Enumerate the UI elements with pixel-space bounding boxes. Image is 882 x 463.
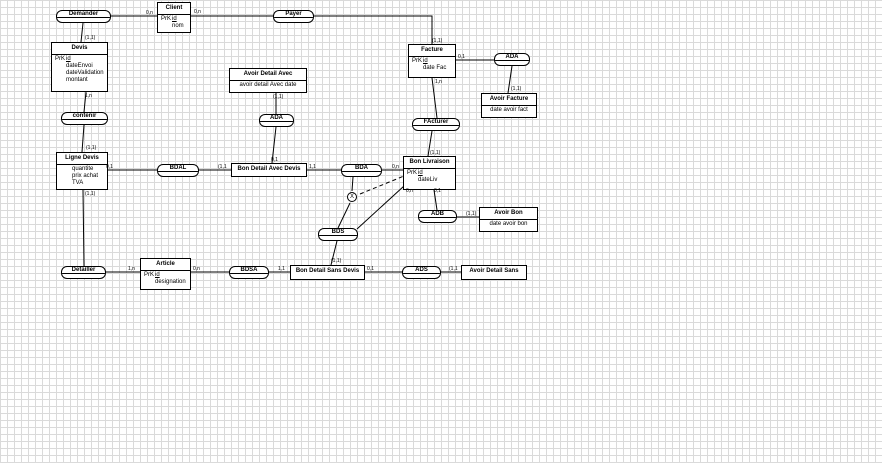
cardinality-label: 0,n [392, 164, 399, 170]
entity-title: Avoir Bon [480, 208, 537, 220]
entity-title: Client [158, 3, 190, 15]
attribute-row: dateEnvoi [66, 63, 93, 69]
link-facture-facturer [431, 77, 438, 119]
entity-title: Devis [52, 43, 107, 55]
association-detailler[interactable]: Detailler [61, 266, 106, 279]
entity-avoir-bon[interactable]: Avoir Bon date avoir bon [479, 207, 538, 232]
cardinality-label: 0,1 [106, 164, 113, 170]
attribute-row: dateValidation [66, 70, 104, 76]
attribute-row: quantite [72, 166, 94, 172]
cardinality-label: 1,n [435, 79, 442, 85]
cardinality-label: (1,1) [86, 145, 97, 151]
entity-bon-detail-sans-devis[interactable]: Bon Detail Sans Devis [290, 265, 365, 280]
cardinality-label: (1,1) [466, 211, 477, 217]
cardinality-label: (1,1) [432, 38, 443, 44]
link-ligne-detailler [82, 189, 85, 267]
link-payer-facture [314, 15, 433, 44]
cardinality-label: 1,n [85, 93, 92, 99]
association-demander[interactable]: Demander [56, 10, 111, 23]
link-devis-contenir [83, 91, 87, 113]
attribute-row: nom [172, 23, 184, 29]
link-x-bds [337, 202, 351, 229]
link-ada-bdad [271, 126, 277, 164]
cardinality-label: 0,n [146, 10, 153, 16]
attribute-row: date avoir fact [490, 107, 528, 113]
entity-avoir-detail-avec[interactable]: Avoir Detail Avec avoir detail Avec date [229, 68, 307, 93]
cardinality-label: (1,1) [331, 258, 342, 264]
cardinality-label: (1,1) [511, 86, 522, 92]
attribute-row: date Fac [423, 65, 447, 71]
association-facturer[interactable]: FActurer [412, 118, 460, 131]
association-bdal[interactable]: BDAL [157, 164, 199, 177]
association-adb[interactable]: ADB [418, 210, 457, 223]
cardinality-label: (1,1) [85, 191, 96, 197]
cardinality-label: (1,1 [449, 266, 458, 272]
entity-avoir-facture[interactable]: Avoir Facture date avoir fact [481, 93, 537, 118]
association-ads[interactable]: ADS [402, 266, 441, 279]
link-demander-devis [80, 22, 84, 43]
cardinality-label: 1,1 [309, 164, 316, 170]
attribute-row: avoir detail Avec date [239, 82, 297, 88]
entity-bon-detail-avec-devis[interactable]: Bon Detail Avec Devis [231, 163, 307, 177]
cardinality-label: (1,1) [273, 94, 284, 100]
entity-avoir-detail-sans[interactable]: Avoir Detail Sans [461, 265, 527, 280]
attribute-row: prix achat [72, 173, 99, 179]
association-bda[interactable]: BDA [341, 164, 382, 177]
association-contenir[interactable]: contenir [61, 112, 108, 125]
link-bds-bdsd [330, 240, 338, 266]
attribute-row: montant [66, 77, 88, 83]
cardinality-label: 0,1 [458, 54, 465, 60]
association-bdsa[interactable]: BDSA [229, 266, 269, 279]
link-ada-avoirfacture [507, 65, 513, 94]
cardinality-label: 1,1 [278, 266, 285, 272]
cardinality-label: 0,1 [367, 266, 374, 272]
exclusion-dashed-line [359, 175, 405, 195]
attribute-row: dateLiv [418, 177, 438, 183]
attribute-row: date avoir bon [489, 221, 528, 227]
link-bl-bds [356, 185, 405, 230]
entity-ligne-devis[interactable]: Ligne Devis quantite prix achat TVA [56, 152, 108, 190]
cardinality-label: 0,n [193, 266, 200, 272]
entity-title: Avoir Detail Sans [469, 268, 519, 274]
association-bds[interactable]: BDS [318, 228, 358, 241]
link-bl-adb [433, 189, 438, 211]
cardinality-label: 1,n [128, 266, 135, 272]
entity-title: Bon Detail Sans Devis [295, 268, 360, 274]
entity-title: Avoir Facture [482, 94, 536, 106]
association-ada-facture[interactable]: ADA [494, 53, 530, 66]
entity-title: Bon Detail Avec Devis [237, 166, 301, 172]
cardinality-label: (1,1) [430, 150, 441, 156]
entity-title: Ligne Devis [57, 153, 107, 165]
exclusion-constraint[interactable]: X [347, 192, 357, 202]
cardinality-label: 0,n [194, 9, 201, 15]
cardinality-label: 0,n [406, 188, 413, 194]
cardinality-label: (1,1 [218, 164, 227, 170]
association-ada-detail[interactable]: ADA [259, 114, 294, 127]
entity-title: Facture [409, 45, 455, 57]
link-facturer-bl [427, 130, 433, 157]
link-contenir-ligne [81, 124, 85, 153]
entity-title: Avoir Detail Avec [230, 69, 306, 81]
entity-title: Article [141, 259, 190, 271]
cardinality-label: 0,1 [434, 188, 441, 194]
attribute-row: designation [155, 279, 186, 285]
cardinality-label: 0,1 [271, 157, 278, 163]
association-payer[interactable]: Payer [273, 10, 314, 23]
entity-title: Bon Livraison [404, 157, 455, 169]
link-bda-x [351, 176, 354, 192]
cardinality-label: (1,1) [85, 35, 96, 41]
attribute-row: TVA [72, 180, 84, 186]
